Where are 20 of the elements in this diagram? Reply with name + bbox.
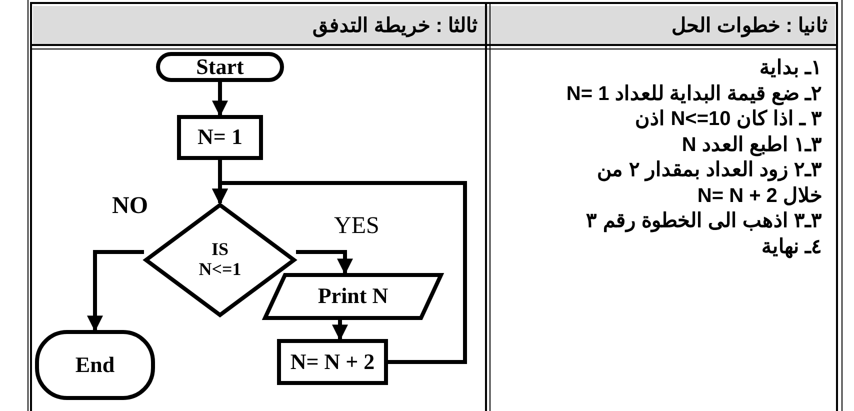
step-text: ٢ـ ضع قيمة البداية للعداد N= 1 [566, 82, 822, 106]
step-text: ٣ـ٢ زود العداد بمقدار ٢ من [597, 158, 822, 182]
column-header: ثانيا : خطوات الحل [672, 14, 828, 38]
arrow [87, 250, 144, 332]
step-text: ٣ـ٣ اذهب الى الخطوة رقم ٣ [586, 209, 822, 233]
step-text: ٣ ـ اذا كان N<=10 اذن [635, 107, 822, 131]
arrow [332, 320, 348, 341]
start-terminal: Start [156, 52, 284, 82]
arrow [212, 82, 228, 117]
output-parallelogram: Print N [263, 273, 443, 320]
arrow [212, 181, 467, 364]
process-box: N= N + 2 [277, 339, 388, 385]
step-text: ٤ـ نهاية [761, 234, 822, 258]
end-terminal: End [35, 330, 155, 400]
process-box: N= 1 [177, 115, 263, 160]
step-text: ١ـ بداية [759, 56, 822, 80]
step-text: خلال N= N + 2 [697, 184, 822, 208]
arrow [296, 250, 353, 275]
column-header: ثالثا : خريطة التدفق [312, 14, 478, 38]
step-text: ٣ـ١ اطبع العدد N [682, 132, 822, 156]
